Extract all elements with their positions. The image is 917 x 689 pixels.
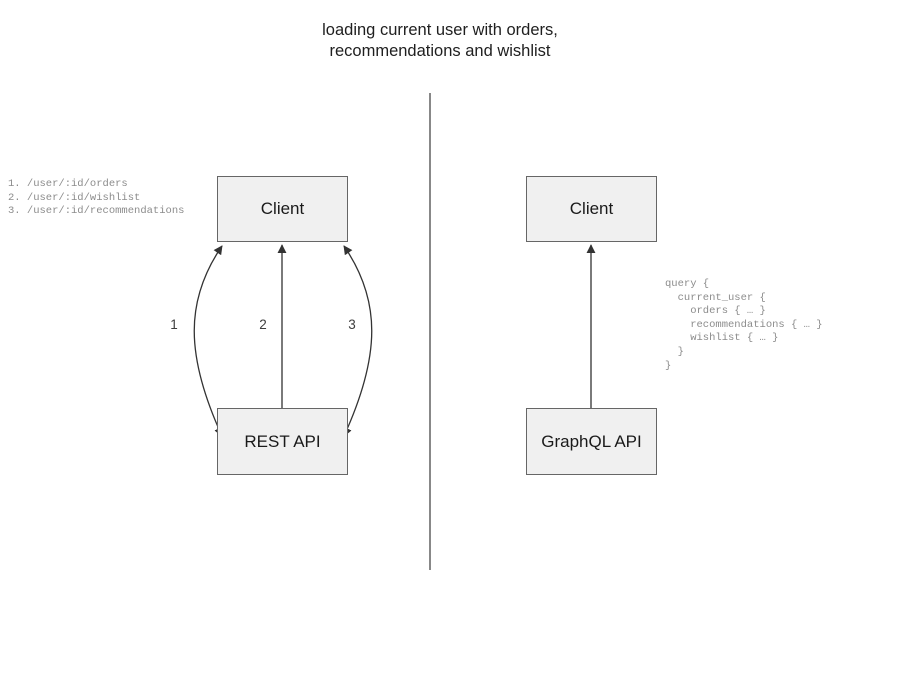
rest-edge-3 xyxy=(343,245,373,437)
edge-label-3: 3 xyxy=(348,317,356,332)
diagram-title: loading current user with orders, recomm… xyxy=(322,21,558,60)
node-graphql-api[interactable]: GraphQL API xyxy=(526,408,657,475)
node-client-rest[interactable]: Client xyxy=(217,176,348,242)
edge-label-1: 1 xyxy=(170,317,178,332)
edge-label-2: 2 xyxy=(259,317,267,332)
node-rest-api[interactable]: REST API xyxy=(217,408,348,475)
node-client-graphql[interactable]: Client xyxy=(526,176,657,242)
graphql-query-block: query { current_user { orders { … } reco… xyxy=(665,278,823,372)
rest-endpoint-list: 1. /user/:id/orders 2. /user/:id/wishlis… xyxy=(8,178,185,218)
